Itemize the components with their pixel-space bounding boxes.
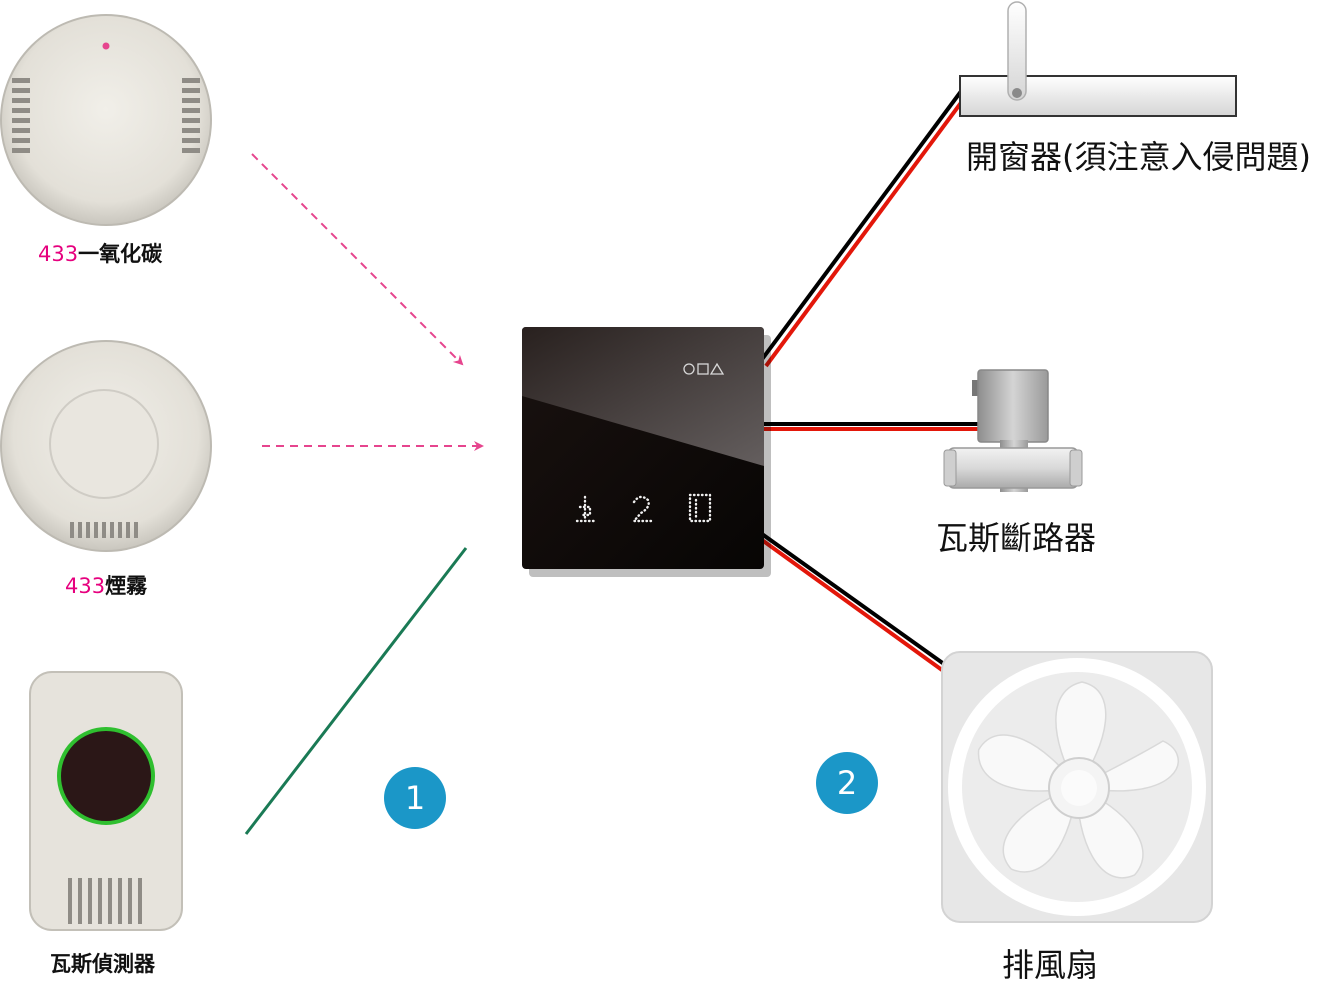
cable-window-opener [758,88,968,368]
gas-detector [29,671,183,931]
gas-valve-label: 瓦斯斷路器 [936,519,1097,557]
cable-gas-valve [762,422,982,431]
sensor-window [57,727,155,825]
triangle-icon [709,362,725,375]
vent-left [12,78,30,153]
wired-line-gas [244,547,468,835]
circle-icon [683,363,695,375]
co-detector-label: 433一氧化碳 [38,238,162,268]
lamp-icon [575,495,597,523]
step-1-badge: 1 [384,767,446,829]
window-opener [959,1,1237,117]
wireless-arrow-co [251,153,464,366]
gas-detector-label: 瓦斯偵測器 [50,952,155,976]
vent-bottom [70,522,138,538]
exhaust-fan-label: 排風扇 [1002,946,1099,984]
frequency-label: 433 [65,574,106,598]
co-detector [0,14,212,226]
square-icon [697,363,709,375]
vent-right [182,78,200,153]
exhaust-fan [941,651,1213,923]
smoke-detector [0,340,212,552]
number-2-icon [631,495,653,523]
led-indicator [102,42,110,50]
window-opener-label: 開窗器(須注意入侵問題) [966,138,1311,176]
door-icon [688,493,712,523]
frequency-label: 433 [38,242,79,266]
sensor-name: 一氧化碳 [78,242,163,266]
gas-shutoff-valve [943,369,1083,492]
step-2-badge: 2 [816,752,878,814]
cable-exhaust-fan [760,532,946,672]
smoke-detector-label: 433煙霧 [65,570,147,600]
smart-controller-panel [522,327,771,577]
vent-grille [68,878,142,924]
sensor-name: 煙霧 [105,574,148,598]
